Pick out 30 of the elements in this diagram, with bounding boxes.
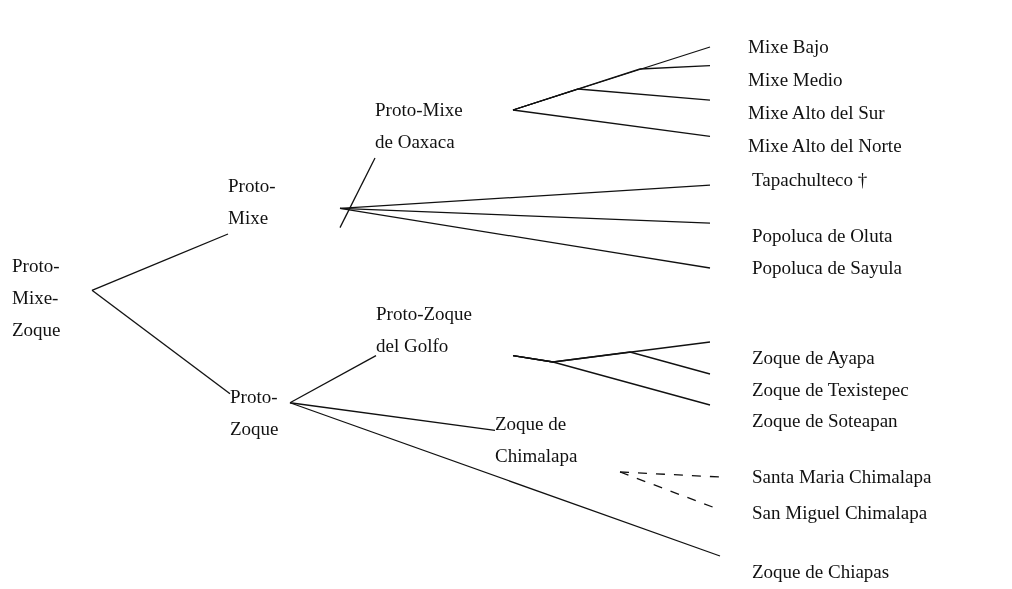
language-label: Mixe Bajo bbox=[710, 31, 829, 63]
language-label: San Miguel Chimalapa bbox=[720, 497, 928, 529]
language-label: Zoque de Chiapas bbox=[720, 556, 890, 588]
branch-line bbox=[339, 207, 711, 269]
language-label: Mixe Alto del Sur bbox=[710, 97, 885, 129]
language-label: Zoque de Soteapan bbox=[710, 405, 898, 437]
language-label: Proto-Mixe bbox=[228, 170, 340, 234]
language-label: Zoque de Ayapa bbox=[710, 342, 875, 374]
branch-line bbox=[289, 402, 721, 557]
branch-line bbox=[91, 233, 229, 291]
dashed-branch-line bbox=[619, 471, 721, 478]
branch-line bbox=[289, 402, 496, 432]
branch-line bbox=[512, 354, 711, 406]
branch-line bbox=[512, 109, 711, 138]
language-label: Popoluca de Oluta bbox=[710, 220, 893, 252]
language-label: Zoque de Chimalapa bbox=[495, 408, 620, 472]
language-label: Santa Maria Chimalapa bbox=[720, 461, 932, 493]
language-label: Popoluca de Sayula bbox=[710, 252, 902, 284]
language-label: Proto-Mixe-Zoque bbox=[12, 250, 92, 346]
branch-line bbox=[289, 354, 377, 404]
language-label: Mixe Alto del Norte bbox=[710, 130, 902, 162]
language-label: Proto-Zoque del Golfo bbox=[376, 298, 513, 362]
language-label: Proto-Zoque bbox=[230, 381, 290, 445]
language-label: Tapachulteco † bbox=[710, 164, 868, 196]
language-label: Proto-Mixe de Oaxaca bbox=[375, 94, 513, 158]
branch-line bbox=[339, 157, 376, 229]
branch-line bbox=[91, 289, 231, 395]
branch-line bbox=[512, 88, 711, 111]
language-label: Zoque de Texistepec bbox=[710, 374, 909, 406]
language-label: Mixe Medio bbox=[710, 64, 843, 96]
